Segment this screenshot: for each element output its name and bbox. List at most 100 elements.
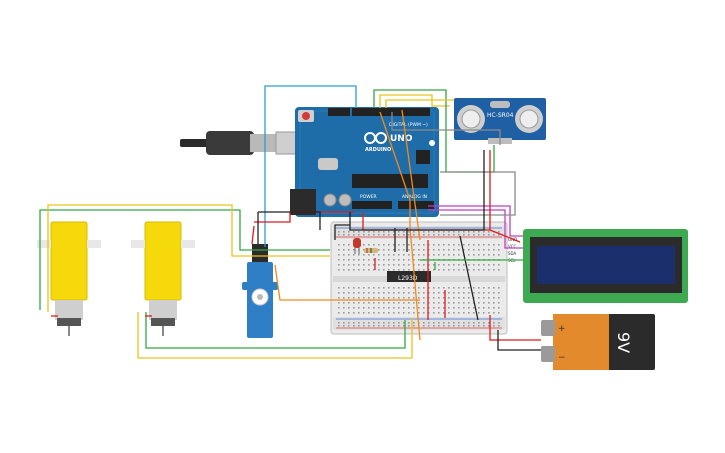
breadboard-hole	[383, 287, 385, 289]
breadboard-hole	[418, 312, 420, 314]
breadboard-hole	[473, 307, 475, 309]
breadboard-hole	[398, 259, 400, 261]
ultrasonic-sensor[interactable]: HC-SR04	[454, 98, 546, 144]
breadboard-hole	[433, 231, 435, 233]
breadboard-hole	[338, 254, 340, 256]
breadboard-hole	[358, 312, 360, 314]
breadboard-hole	[398, 244, 400, 246]
breadboard-hole	[493, 322, 495, 324]
breadboard-hole	[483, 287, 485, 289]
breadboard-hole	[438, 307, 440, 309]
breadboard-hole	[463, 297, 465, 299]
breadboard-hole	[428, 234, 430, 236]
breadboard-hole	[418, 287, 420, 289]
breadboard-hole	[468, 307, 470, 309]
breadboard-hole	[398, 325, 400, 327]
breadboard-hole	[363, 254, 365, 256]
arduino-uno-board[interactable]: DIGITAL (PWM ~) POWER ANALOG IN ARDUINO …	[290, 107, 439, 217]
breadboard-hole	[488, 325, 490, 327]
breadboard-hole	[388, 302, 390, 304]
breadboard-hole	[398, 234, 400, 236]
breadboard-hole	[473, 249, 475, 251]
breadboard-hole	[403, 269, 405, 271]
breadboard-hole	[373, 244, 375, 246]
breadboard-hole	[428, 302, 430, 304]
breadboard-hole	[338, 322, 340, 324]
breadboard-hole	[483, 231, 485, 233]
breadboard-hole	[373, 254, 375, 256]
battery-9v[interactable]: 9V + −	[541, 314, 655, 370]
breadboard-hole	[383, 244, 385, 246]
breadboard-hole	[483, 325, 485, 327]
breadboard-hole	[468, 244, 470, 246]
breadboard-hole	[343, 302, 345, 304]
breadboard-hole	[498, 322, 500, 324]
breadboard-hole	[408, 244, 410, 246]
breadboard-hole	[403, 259, 405, 261]
breadboard-hole	[448, 254, 450, 256]
breadboard-hole	[403, 234, 405, 236]
breadboard-hole	[493, 312, 495, 314]
breadboard-hole	[418, 254, 420, 256]
breadboard-hole	[498, 244, 500, 246]
reset-button[interactable]	[302, 112, 310, 120]
breadboard-hole	[438, 297, 440, 299]
breadboard-hole	[338, 259, 340, 261]
breadboard-hole	[433, 312, 435, 314]
breadboard-hole	[383, 297, 385, 299]
breadboard-hole	[348, 302, 350, 304]
breadboard-hole	[348, 269, 350, 271]
breadboard-hole	[368, 322, 370, 324]
breadboard-hole	[453, 292, 455, 294]
breadboard-hole	[363, 302, 365, 304]
breadboard-hole	[383, 264, 385, 266]
breadboard-hole	[478, 231, 480, 233]
motor-driver-ic[interactable]: L293D	[387, 271, 431, 282]
breadboard-hole	[373, 231, 375, 233]
breadboard-hole	[348, 297, 350, 299]
breadboard-hole	[423, 244, 425, 246]
breadboard-hole	[468, 325, 470, 327]
breadboard-hole	[343, 234, 345, 236]
breadboard-hole	[448, 244, 450, 246]
breadboard-hole	[488, 322, 490, 324]
breadboard-hole	[428, 322, 430, 324]
breadboard-hole	[483, 234, 485, 236]
breadboard-hole	[343, 297, 345, 299]
servo-motor[interactable]	[242, 244, 278, 338]
breadboard-hole	[443, 249, 445, 251]
breadboard-hole	[358, 297, 360, 299]
breadboard-hole	[468, 287, 470, 289]
breadboard-hole	[388, 312, 390, 314]
breadboard-hole	[498, 231, 500, 233]
breadboard-hole	[353, 259, 355, 261]
breadboard-hole	[468, 322, 470, 324]
lcd-display[interactable]: GND VCC SDA SCL	[508, 229, 688, 303]
breadboard-hole	[408, 292, 410, 294]
breadboard-hole	[428, 254, 430, 256]
breadboard-hole	[393, 234, 395, 236]
breadboard-hole	[483, 244, 485, 246]
breadboard-hole	[388, 231, 390, 233]
breadboard-hole	[403, 292, 405, 294]
breadboard-hole	[348, 287, 350, 289]
gear-motor-left[interactable]	[37, 221, 101, 336]
breadboard-hole	[433, 287, 435, 289]
digital-header	[352, 108, 430, 116]
breadboard-hole	[388, 249, 390, 251]
breadboard-hole	[353, 307, 355, 309]
breadboard-hole	[413, 287, 415, 289]
breadboard-hole	[413, 302, 415, 304]
breadboard-hole	[398, 231, 400, 233]
breadboard-hole	[453, 264, 455, 266]
breadboard-hole	[498, 292, 500, 294]
breadboard-hole	[493, 302, 495, 304]
led	[353, 238, 361, 254]
breadboard-hole	[423, 297, 425, 299]
breadboard-hole	[493, 249, 495, 251]
breadboard-hole	[343, 287, 345, 289]
breadboard-hole	[338, 307, 340, 309]
breadboard-hole	[403, 307, 405, 309]
gear-motor-right[interactable]	[131, 221, 195, 336]
breadboard-hole	[473, 322, 475, 324]
